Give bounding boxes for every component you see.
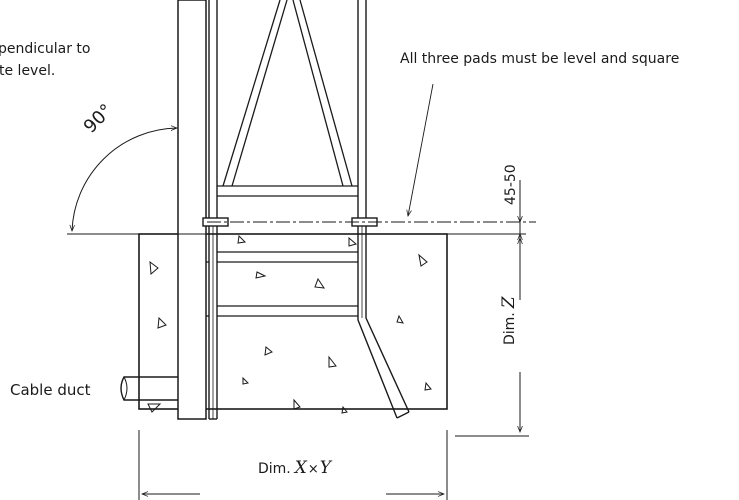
- concrete-aggregate-marks: [147, 234, 432, 414]
- angle-arc: [69, 125, 178, 232]
- cable-duct-label: Cable duct: [10, 381, 91, 399]
- note-leader: [406, 83, 434, 217]
- gap-dimension-label: 45-50: [503, 164, 519, 205]
- width-dimension-times: ×: [308, 462, 319, 477]
- width-dimension-label: Dim.X×Y: [258, 458, 333, 478]
- frame-leg-left: [208, 0, 218, 420]
- width-dimension: [138, 430, 448, 500]
- note-level-square: All three pads must be level and square: [400, 51, 679, 67]
- width-dimension-var-y: Y: [320, 458, 333, 478]
- svg-text:Dim.X×Y: Dim.X×Y: [258, 458, 333, 478]
- svg-text:Dim.Z: Dim. Z: [499, 295, 519, 345]
- frame-braces: [217, 0, 358, 197]
- depth-dimension: [455, 237, 529, 437]
- note-perpendicular-line2: te level.: [0, 63, 55, 79]
- depth-dimension-var: Z: [499, 295, 519, 309]
- angle-label: 90°: [80, 100, 117, 137]
- depth-dimension-prefix: Dim.: [502, 312, 518, 345]
- width-dimension-var-x: X: [293, 458, 308, 478]
- ladder-rungs: [206, 251, 358, 317]
- frame-leg-right: [357, 0, 410, 419]
- width-dimension-prefix: Dim.: [258, 461, 291, 477]
- main-pole: [177, 0, 207, 420]
- note-perpendicular-line1: pendicular to: [0, 41, 90, 57]
- cable-duct: [120, 376, 178, 401]
- depth-dimension-label: Dim. Z: [499, 295, 519, 345]
